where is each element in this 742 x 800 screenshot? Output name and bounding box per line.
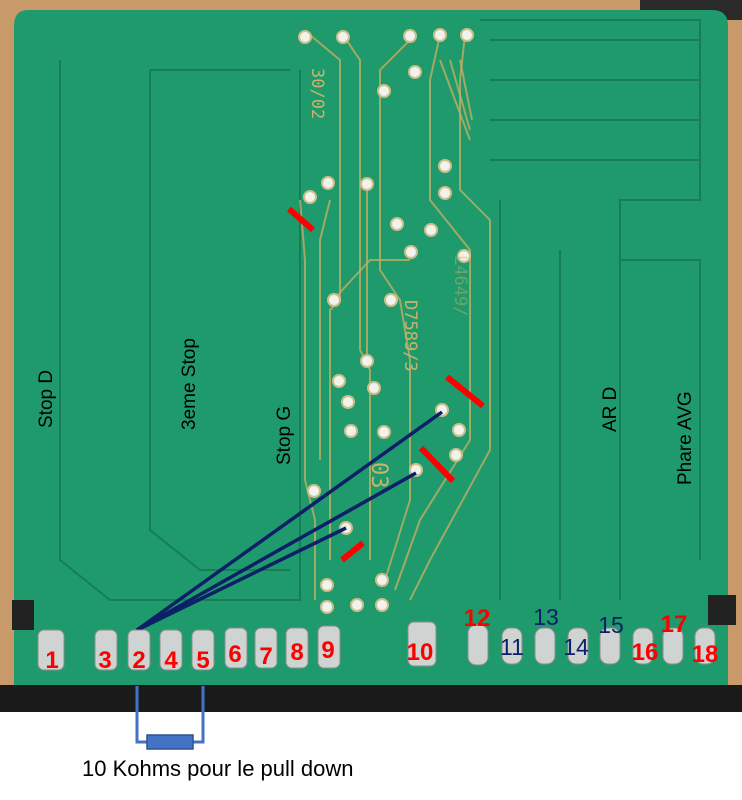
pin-label-18: 18: [692, 641, 719, 668]
pull-down-resistor: [135, 686, 205, 750]
pin-label-13: 13: [533, 604, 559, 630]
trace: [59, 60, 301, 601]
jumper-wire: [136, 471, 417, 632]
silkscreen-date: 30/02: [307, 68, 327, 119]
pin-label-12: 12: [464, 605, 491, 632]
pin-label-11: 11: [500, 634, 524, 660]
via-holes: [298, 28, 474, 614]
pin-label-5: 5: [196, 647, 209, 674]
connector-clip: [708, 595, 736, 625]
zone-label-ar-d: AR D: [600, 387, 621, 432]
pin-label-17: 17: [661, 611, 688, 638]
connector-clip: [12, 600, 34, 630]
zone-label-phare-avg: Phare AVG: [675, 391, 696, 485]
trace: [480, 19, 701, 600]
pin-label-14: 14: [563, 634, 589, 660]
jumper-wires: [135, 410, 444, 632]
cut-mark: [287, 206, 315, 233]
zone-label-3eme-stop: 3eme Stop: [179, 338, 200, 430]
pin-label-10: 10: [407, 639, 434, 666]
pin-labels: 1 3 2 4 5 6 7 8 9 10 12 11 13 14 15 16 1…: [45, 604, 718, 674]
pin-label-15: 15: [598, 612, 624, 638]
silkscreen-ref: L4649/: [450, 255, 470, 316]
connector-housing: [0, 685, 742, 712]
resistor-icon: [146, 734, 194, 750]
pin-label-6: 6: [228, 641, 241, 668]
pin-label-4: 4: [164, 647, 178, 674]
cut-mark: [340, 540, 365, 563]
silkscreen-rev: 03: [366, 462, 391, 489]
trace-cut-marks: [287, 206, 485, 563]
zone-label-stop-d: Stop D: [36, 370, 57, 428]
pin-label-9: 9: [321, 637, 334, 664]
resistor-caption: 10 Kohms pour le pull down: [82, 756, 354, 781]
zone-label-stop-g: Stop G: [274, 406, 295, 465]
pin-label-3: 3: [98, 647, 111, 674]
silkscreen-part-number: D7589/3: [400, 300, 420, 372]
pcb-board: [14, 10, 728, 690]
pin-label-16: 16: [632, 639, 659, 666]
jumper-wire: [136, 526, 347, 632]
trace: [490, 39, 700, 161]
cut-mark: [418, 445, 456, 484]
edge-pads: [37, 621, 716, 671]
pin-label-2: 2: [132, 647, 145, 674]
cut-mark: [445, 374, 485, 409]
pin-label-1: 1: [45, 647, 58, 674]
pin-label-7: 7: [259, 643, 272, 670]
jumper-wire: [135, 410, 444, 632]
pin-label-8: 8: [290, 639, 303, 666]
